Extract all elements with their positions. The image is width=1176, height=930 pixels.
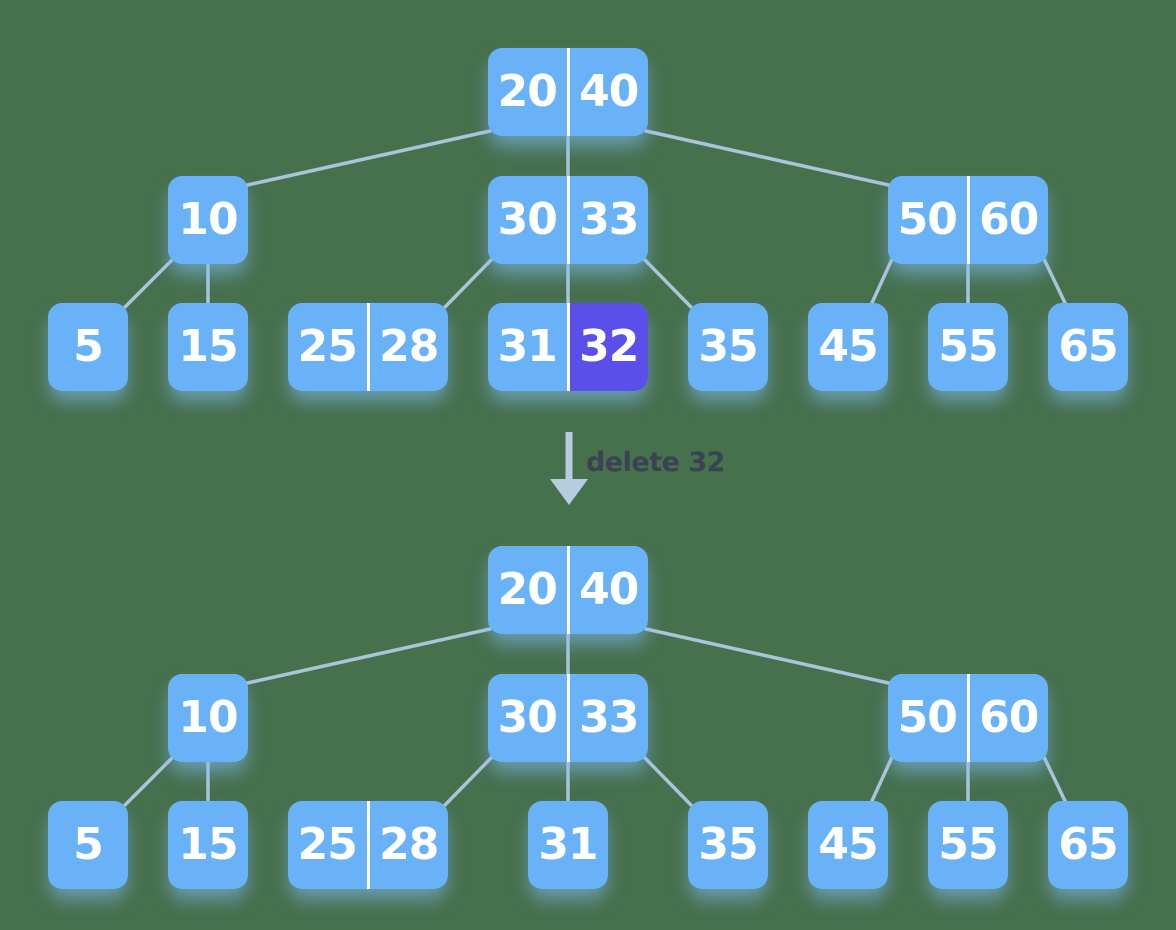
- node-key: 40: [579, 66, 639, 117]
- tree-node-31: 31: [528, 801, 608, 889]
- node-key: 30: [497, 692, 558, 743]
- node-key: 35: [698, 321, 758, 372]
- node-key: 55: [938, 819, 998, 870]
- tree-node-15: 15: [168, 303, 248, 391]
- node-key-highlighted-32: 32: [569, 303, 648, 391]
- node-key: 60: [979, 194, 1039, 245]
- tree-node-65: 65: [1048, 303, 1128, 391]
- edge: [123, 257, 175, 309]
- tree-node-65: 65: [1048, 801, 1128, 889]
- delete-arrow-icon: [550, 432, 588, 505]
- edge: [642, 755, 693, 807]
- tree-node-5: 5: [48, 801, 128, 889]
- tree-node-50-60: 50 60: [888, 176, 1048, 264]
- edge: [644, 129, 895, 188]
- key-divider: [566, 48, 570, 136]
- key-divider: [966, 176, 970, 264]
- edge: [443, 257, 494, 309]
- edge: [869, 753, 895, 805]
- tree-node-20-40: 20 40: [488, 546, 648, 634]
- node-key: 15: [178, 819, 238, 870]
- node-key: 35: [698, 819, 758, 870]
- tree-node-5: 5: [48, 303, 128, 391]
- tree-node-30-33: 30 33: [488, 674, 648, 762]
- node-key: 40: [579, 564, 639, 615]
- tree-node-15: 15: [168, 801, 248, 889]
- tree-node-25-28: 25 28: [288, 303, 448, 391]
- node-key: 28: [379, 819, 439, 870]
- node-key: 25: [297, 321, 358, 372]
- node-key: 20: [497, 564, 558, 615]
- tree-node-31-32: 31 32: [488, 303, 648, 391]
- tree-node-50-60: 50 60: [888, 674, 1048, 762]
- node-key: 10: [178, 194, 238, 245]
- node-key: 60: [979, 692, 1039, 743]
- tree-node-25-28: 25 28: [288, 801, 448, 889]
- key-divider: [966, 674, 970, 762]
- tree-node-10: 10: [168, 176, 248, 264]
- node-key: 65: [1058, 819, 1118, 870]
- node-key: 25: [297, 819, 358, 870]
- node-key: 30: [497, 194, 558, 245]
- tree-node-10: 10: [168, 674, 248, 762]
- key-divider: [566, 303, 570, 391]
- tree-node-35: 35: [688, 801, 768, 889]
- edge: [1041, 753, 1068, 805]
- operation-label: delete 32: [586, 447, 725, 478]
- node-key: 55: [938, 321, 998, 372]
- node-key: 50: [897, 692, 958, 743]
- edge: [644, 627, 895, 686]
- node-key: 5: [73, 819, 104, 870]
- key-divider: [366, 303, 370, 391]
- edge: [241, 129, 492, 188]
- tree-node-45: 45: [808, 801, 888, 889]
- node-key: 33: [579, 692, 639, 743]
- edge: [869, 255, 895, 307]
- node-key: 45: [818, 819, 878, 870]
- node-key: 10: [178, 692, 238, 743]
- tree-node-45: 45: [808, 303, 888, 391]
- tree-node-20-40: 20 40: [488, 48, 648, 136]
- node-key: 15: [178, 321, 238, 372]
- node-key: 5: [73, 321, 104, 372]
- edge: [1041, 255, 1068, 307]
- tree-node-55: 55: [928, 303, 1008, 391]
- key-divider: [566, 176, 570, 264]
- key-divider: [366, 801, 370, 889]
- key-divider: [566, 674, 570, 762]
- node-key: 65: [1058, 321, 1118, 372]
- node-key: 33: [579, 194, 639, 245]
- node-key: 28: [379, 321, 439, 372]
- node-key: 45: [818, 321, 878, 372]
- edge: [443, 755, 494, 807]
- edge: [642, 257, 693, 309]
- node-key: 20: [497, 66, 558, 117]
- node-key: 31: [538, 819, 598, 870]
- edge: [241, 627, 492, 686]
- tree-node-30-33: 30 33: [488, 176, 648, 264]
- node-key: 31: [497, 321, 558, 372]
- key-divider: [566, 546, 570, 634]
- tree-node-55: 55: [928, 801, 1008, 889]
- tree-node-35: 35: [688, 303, 768, 391]
- node-key: 50: [897, 194, 958, 245]
- edge: [123, 755, 175, 807]
